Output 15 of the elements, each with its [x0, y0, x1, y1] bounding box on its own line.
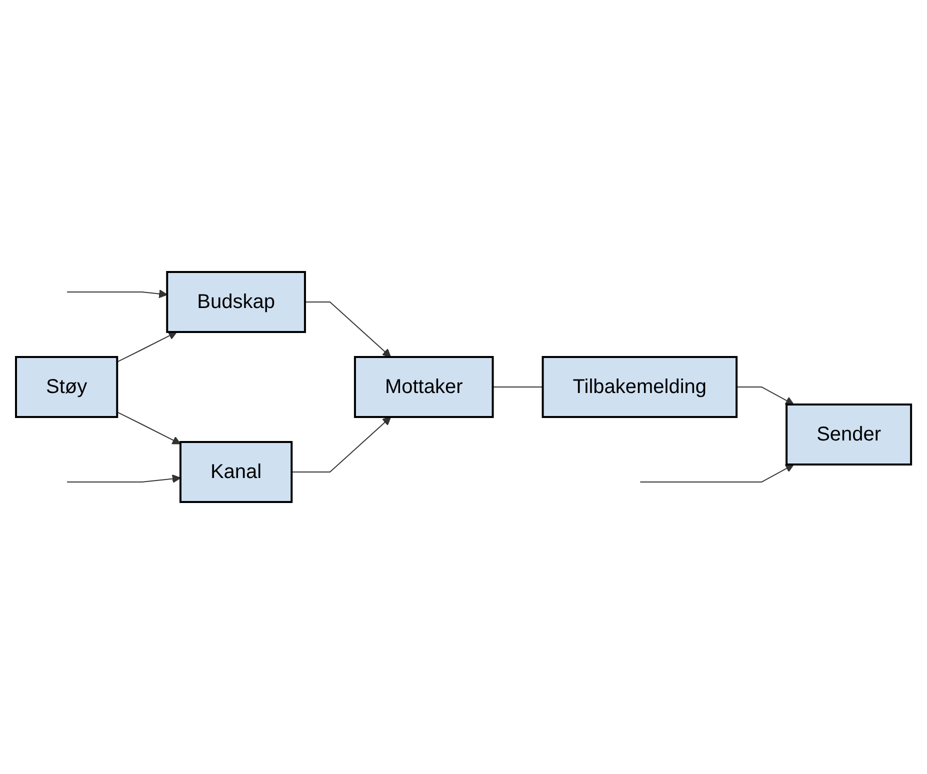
node-box: Tilbakemelding: [542, 356, 738, 418]
node-box: Mottaker: [354, 356, 494, 418]
node-box: Kanal: [179, 441, 293, 503]
arrow: [736, 386, 794, 405]
node-box: Sender: [786, 404, 912, 466]
node-box: Budskap: [166, 271, 306, 333]
arrow: [116, 332, 178, 362]
arrow: [291, 416, 392, 472]
arrow: [640, 464, 794, 482]
arrow: [66, 289, 168, 298]
node-box: Støy: [14, 356, 118, 418]
arrow: [304, 302, 392, 358]
connector: [492, 386, 544, 388]
arrow: [66, 474, 181, 484]
arrow: [116, 412, 181, 444]
